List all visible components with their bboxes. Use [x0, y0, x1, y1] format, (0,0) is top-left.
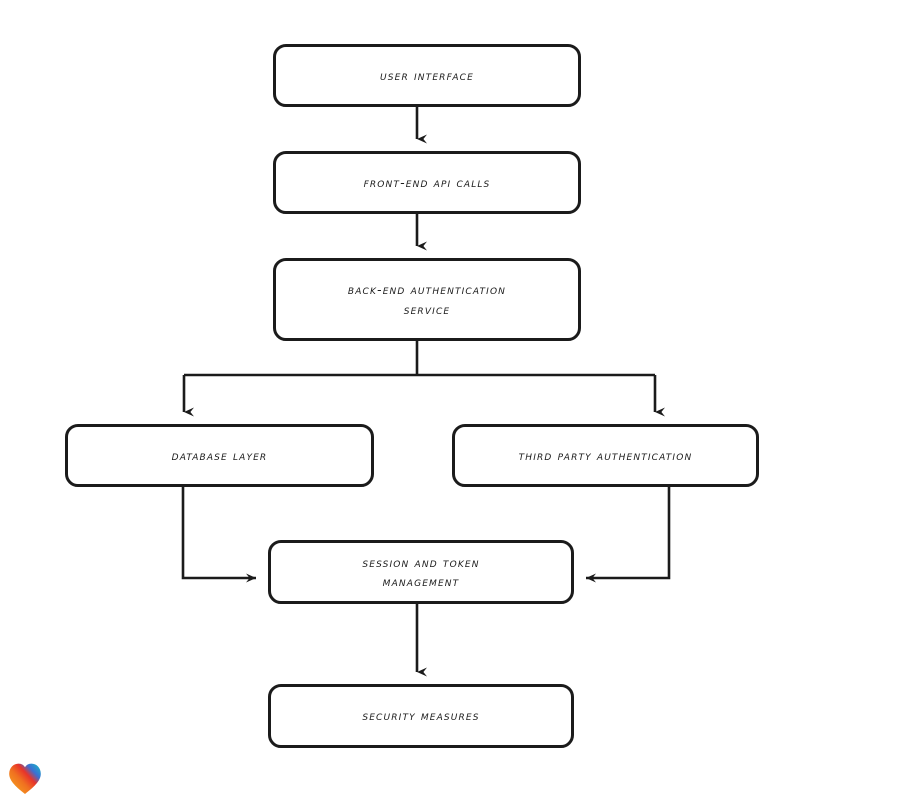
node-label-database-layer: Database Layer — [171, 447, 268, 463]
node-label-front-end-api-calls: Front-End API Calls — [363, 174, 491, 190]
node-label-third-party-authentication: Third Party Authentication — [518, 447, 693, 463]
node-label-user-interface: User Interface — [380, 67, 474, 83]
node-security-measures[interactable]: Security Measures — [268, 684, 574, 748]
edge-db-to-session — [181, 487, 256, 583]
node-label-back-end-authentication-service: Back-End Authentication Service — [347, 282, 507, 317]
edge-thirdparty-to-session — [586, 487, 671, 583]
node-back-end-authentication-service[interactable]: Back-End Authentication Service — [273, 258, 581, 341]
node-session-and-token-management[interactable]: Session and Token Management — [268, 540, 574, 604]
node-database-layer[interactable]: Database Layer — [65, 424, 374, 487]
node-front-end-api-calls[interactable]: Front-End API Calls — [273, 151, 581, 214]
node-label-security-measures: Security Measures — [362, 708, 480, 724]
heart-icon — [9, 763, 41, 794]
node-label-session-and-token-management: Session and Token Management — [362, 554, 480, 589]
node-third-party-authentication[interactable]: Third Party Authentication — [452, 424, 759, 487]
node-user-interface[interactable]: User Interface — [273, 44, 581, 107]
